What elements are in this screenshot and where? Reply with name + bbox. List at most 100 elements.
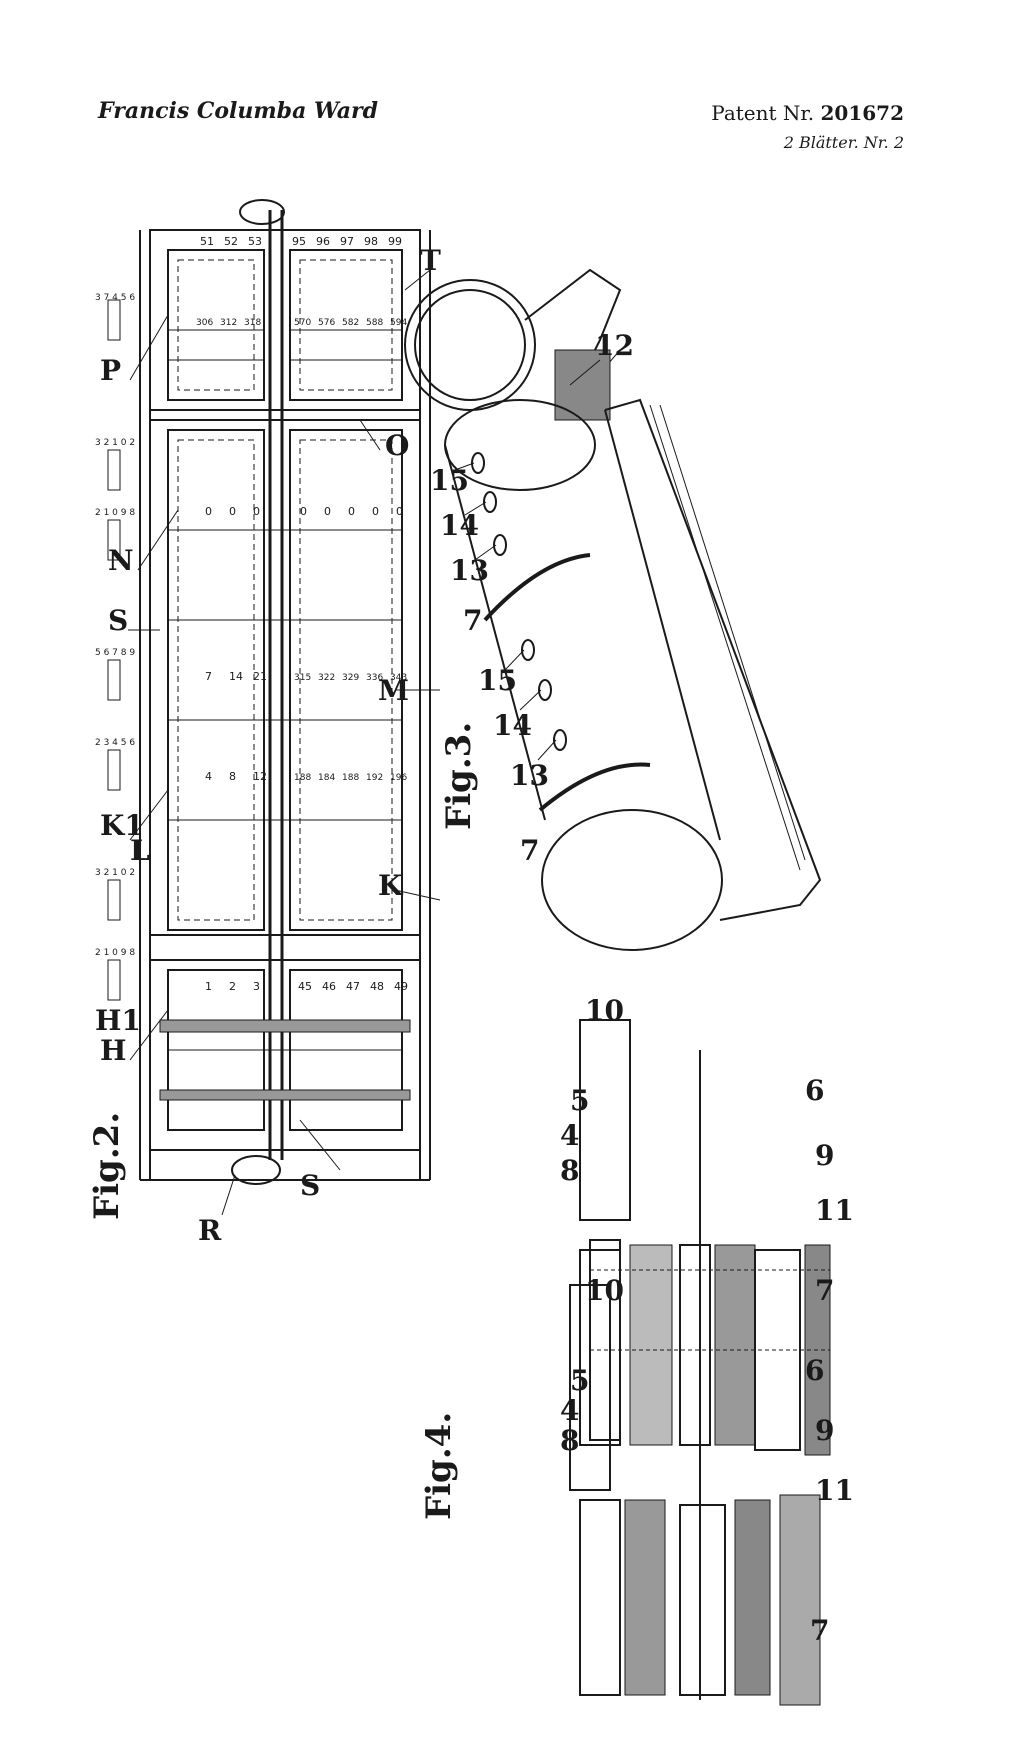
patent-line: Patent Nr. 201672 <box>711 98 904 128</box>
fig2-cell-numbers: 51 52 53 95 96 97 98 99 306 312 318 570 … <box>196 235 408 993</box>
fig2-key: 2 3 4 5 6 <box>95 738 135 748</box>
fig4u-label-11: 11 <box>815 1194 854 1227</box>
fig2-label-R: R <box>198 1214 222 1247</box>
fig4-label-6: 6 <box>805 1354 824 1387</box>
sheet-info: 2 Blätter. Nr. 2 <box>783 133 904 152</box>
fig2-cell: 318 <box>244 318 261 328</box>
fig4-upper-labels: 10 5 4 6 8 9 11 7 <box>560 994 854 1307</box>
fig2-cell: 53 <box>248 235 262 248</box>
fig2-cell: 3 <box>253 980 260 993</box>
fig2-key: 3 7 4 5 6 <box>95 293 135 303</box>
fig4u-label-7: 7 <box>815 1274 834 1307</box>
fig2-cell: 188 <box>342 773 359 783</box>
fig3-label-15b: 15 <box>478 664 517 697</box>
fig2-cell: 97 <box>340 235 354 248</box>
fig2-cell: 0 <box>348 505 355 518</box>
fig4u-label-10: 10 <box>585 994 624 1027</box>
patent-label: Patent Nr. <box>711 101 815 125</box>
fig2-key: 2 1 0 9 8 <box>95 948 135 958</box>
fig2-label-L: L <box>130 834 150 867</box>
fig2-label-S-bottom: S <box>300 1169 320 1202</box>
fig2-cell: 47 <box>346 980 360 993</box>
fig3-drawing <box>404 268 822 951</box>
fig2-cell: 52 <box>224 235 238 248</box>
fig3-labels: 15 14 13 7 15 14 13 7 12 Fig.3. <box>430 329 634 867</box>
fig2-cell: 192 <box>366 773 383 783</box>
fig3-label-7a: 7 <box>463 604 482 637</box>
fig2-cell: 49 <box>394 980 408 993</box>
fig2-keys: 3 7 4 5 6 3 2 1 0 2 2 1 0 9 8 5 6 7 8 9 … <box>95 293 135 958</box>
fig2-cell: 95 <box>292 235 306 248</box>
fig2-cell: 7 <box>205 670 212 683</box>
fig2-cell: 45 <box>298 980 312 993</box>
fig4-upper-drawing <box>579 1019 831 1500</box>
fig2-cell: 576 <box>318 318 335 328</box>
fig2-label-H: H <box>100 1034 126 1067</box>
fig4u-label-4: 4 <box>560 1119 579 1152</box>
fig2-label-P: P <box>100 354 121 387</box>
fig4-label-8: 8 <box>560 1424 579 1457</box>
fig4-label-11: 11 <box>815 1474 854 1507</box>
fig2-key: 3 2 1 0 2 <box>95 868 135 878</box>
fig2-cell: 12 <box>253 770 267 783</box>
fig3-label-14a: 14 <box>440 509 479 542</box>
fig2-cell: 312 <box>220 318 237 328</box>
fig2-caption: Fig.2. <box>87 1112 127 1220</box>
fig4u-label-6: 6 <box>805 1074 824 1107</box>
fig2-cell: 2 <box>229 980 236 993</box>
fig2-cell: 336 <box>366 673 383 683</box>
fig4-label-9: 9 <box>815 1414 834 1447</box>
fig2-cell: 315 <box>294 673 311 683</box>
fig3-caption: Fig.3. <box>439 722 479 830</box>
fig3-label-14b: 14 <box>493 709 532 742</box>
fig3-label-13a: 13 <box>450 554 489 587</box>
fig2-key: 5 6 7 8 9 <box>95 648 135 658</box>
fig4u-label-5: 5 <box>570 1084 589 1117</box>
fig2-cell: 582 <box>342 318 359 328</box>
fig2-cell: 196 <box>390 773 407 783</box>
patent-info: Patent Nr. 201672 2 Blätter. Nr. 2 <box>711 98 904 158</box>
fig2-cell: 0 <box>396 505 403 518</box>
inventor-name: Francis Columba Ward <box>98 98 379 124</box>
fig2-cell: 0 <box>253 505 260 518</box>
fig3-label-12: 12 <box>595 329 634 362</box>
fig2-cell: 4 <box>205 770 212 783</box>
fig2-cell: 0 <box>372 505 379 518</box>
fig2-cell: 570 <box>294 318 311 328</box>
fig2-label-S-top: S <box>108 604 128 637</box>
fig3-label-15a: 15 <box>430 464 469 497</box>
fig4u-label-8: 8 <box>560 1154 579 1187</box>
fig2-label-K: K <box>378 869 404 902</box>
fig2-label-K1: K1 <box>100 809 144 842</box>
fig2-drawing <box>107 199 441 1216</box>
fig2-cell: 184 <box>318 773 335 783</box>
fig4-labels: 10 5 4 6 8 9 11 7 Fig.4. <box>419 1274 854 1647</box>
fig2-cell: 588 <box>366 318 383 328</box>
fig4-label-10: 10 <box>585 1274 624 1307</box>
fig3-label-13b: 13 <box>510 759 549 792</box>
fig2-cell: 96 <box>316 235 330 248</box>
fig2-cell: 8 <box>229 770 236 783</box>
fig2-cell: 0 <box>300 505 307 518</box>
fig2-cell: 329 <box>342 673 359 683</box>
fig2-cell: 21 <box>253 670 267 683</box>
fig4-label-7: 7 <box>810 1614 829 1647</box>
fig2-cell: 322 <box>318 673 335 683</box>
fig2-cell: 1 <box>205 980 212 993</box>
fig4-drawing <box>569 1284 821 1706</box>
fig2-key: 2 1 0 9 8 <box>95 508 135 518</box>
fig2-cell: 0 <box>324 505 331 518</box>
fig2-cell: 98 <box>364 235 378 248</box>
fig2-cell: 0 <box>229 505 236 518</box>
fig2-cell: 99 <box>388 235 402 248</box>
fig2-label-N: N <box>108 544 134 577</box>
fig4u-label-9: 9 <box>815 1139 834 1172</box>
fig2-cell: 306 <box>196 318 213 328</box>
fig2-cell: 51 <box>200 235 214 248</box>
fig2-cell: 48 <box>370 980 384 993</box>
fig2-label-H1: H1 <box>95 1004 141 1037</box>
fig2-cell: 188 <box>294 773 311 783</box>
patent-number: 201672 <box>820 101 905 125</box>
fig2-cell: 594 <box>390 318 407 328</box>
